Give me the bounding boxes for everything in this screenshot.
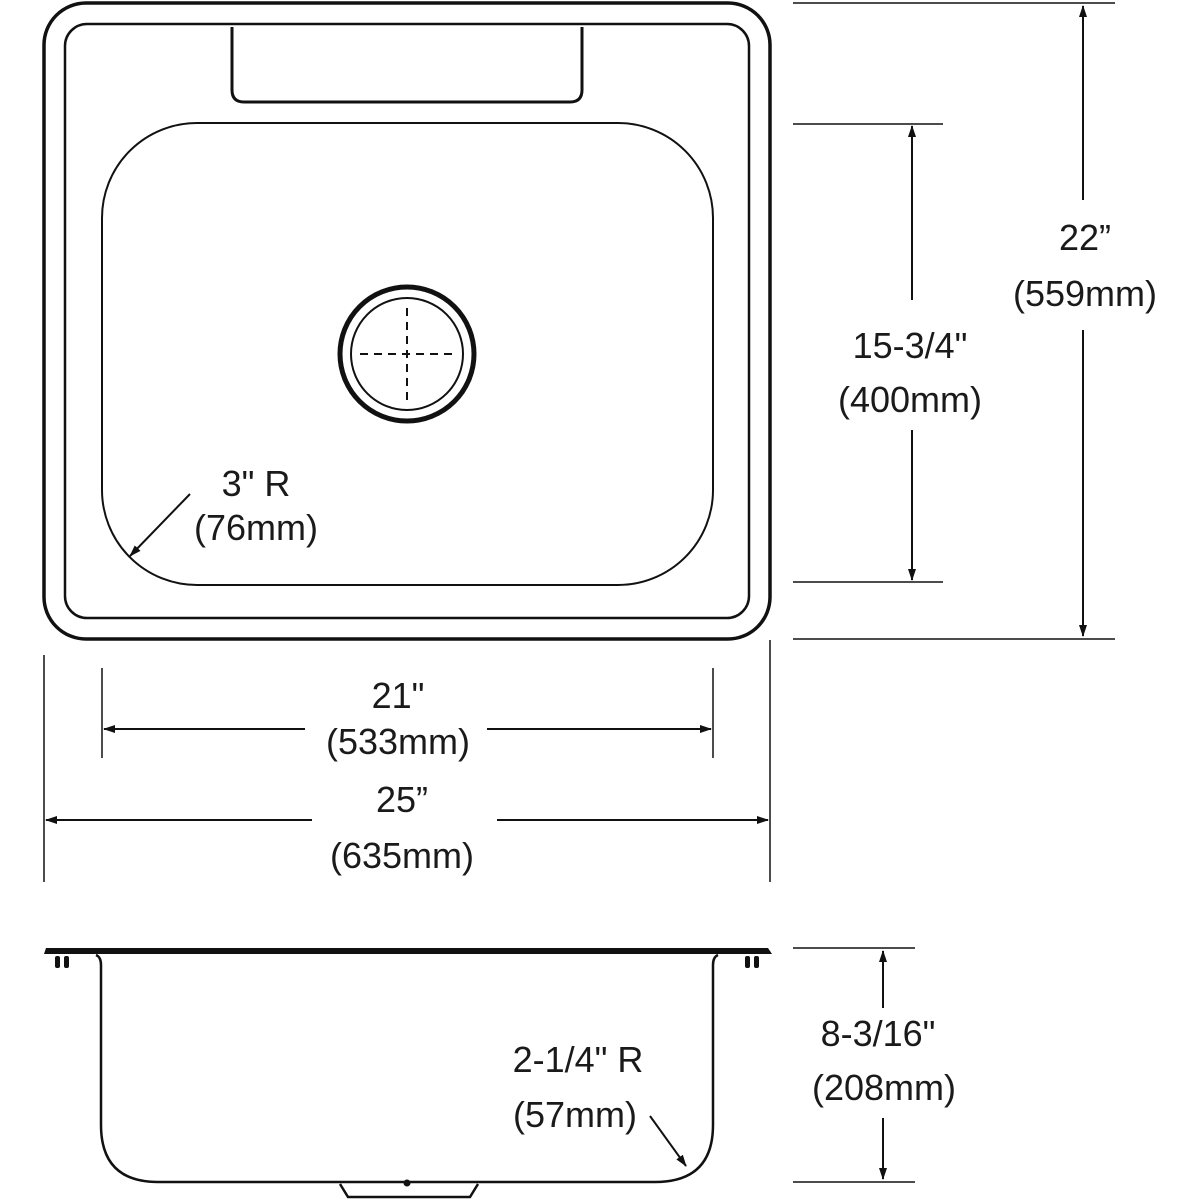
bowl-height-metric: (208mm)	[812, 1067, 956, 1108]
rim-clip-right	[745, 956, 759, 968]
overall-depth-metric: (559mm)	[1013, 273, 1157, 314]
bowl-depth-imperial: 15-3/4"	[853, 325, 968, 366]
bowl-width-metric: (533mm)	[326, 721, 470, 762]
bowl-width-dimension: 21" (533mm)	[101, 668, 714, 762]
bottom-radius-metric: (57mm)	[513, 1094, 637, 1135]
sink-inner-rim	[63, 22, 751, 620]
bottom-radius-callout: 2-1/4" R (57mm)	[513, 1039, 687, 1167]
bowl-depth-dimension: 15-3/4" (400mm)	[793, 123, 982, 583]
sink-outer-rim	[42, 1, 772, 641]
rim-clip-left	[55, 956, 69, 968]
bowl-width-imperial: 21"	[372, 675, 425, 716]
bowl-height-dimension: 8-3/16" (208mm)	[793, 947, 956, 1183]
top-view: 3" R (76mm) 15-3/4" (400mm) 22” (559mm)	[42, 1, 1157, 882]
bowl-depth-metric: (400mm)	[838, 379, 982, 420]
faucet-ledge-notch	[230, 27, 584, 104]
corner-radius-imperial: 3" R	[222, 463, 291, 504]
overall-depth-imperial: 22”	[1059, 217, 1111, 258]
overall-width-metric: (635mm)	[330, 835, 474, 876]
overall-width-imperial: 25”	[376, 779, 428, 820]
rim-flange	[44, 948, 772, 954]
side-view: 2-1/4" R (57mm) 8-3/16" (208mm)	[44, 947, 956, 1199]
drain-icon	[337, 284, 477, 424]
bowl-outline	[101, 122, 714, 586]
overall-depth-dimension: 22” (559mm)	[793, 2, 1157, 640]
overall-width-dimension: 25” (635mm)	[43, 640, 771, 882]
bottom-radius-imperial: 2-1/4" R	[513, 1039, 644, 1080]
bowl-height-imperial: 8-3/16"	[821, 1013, 936, 1054]
corner-radius-metric: (76mm)	[194, 507, 318, 548]
drain-outlet-icon	[338, 1183, 480, 1199]
corner-radius-callout: 3" R (76mm)	[129, 463, 318, 557]
